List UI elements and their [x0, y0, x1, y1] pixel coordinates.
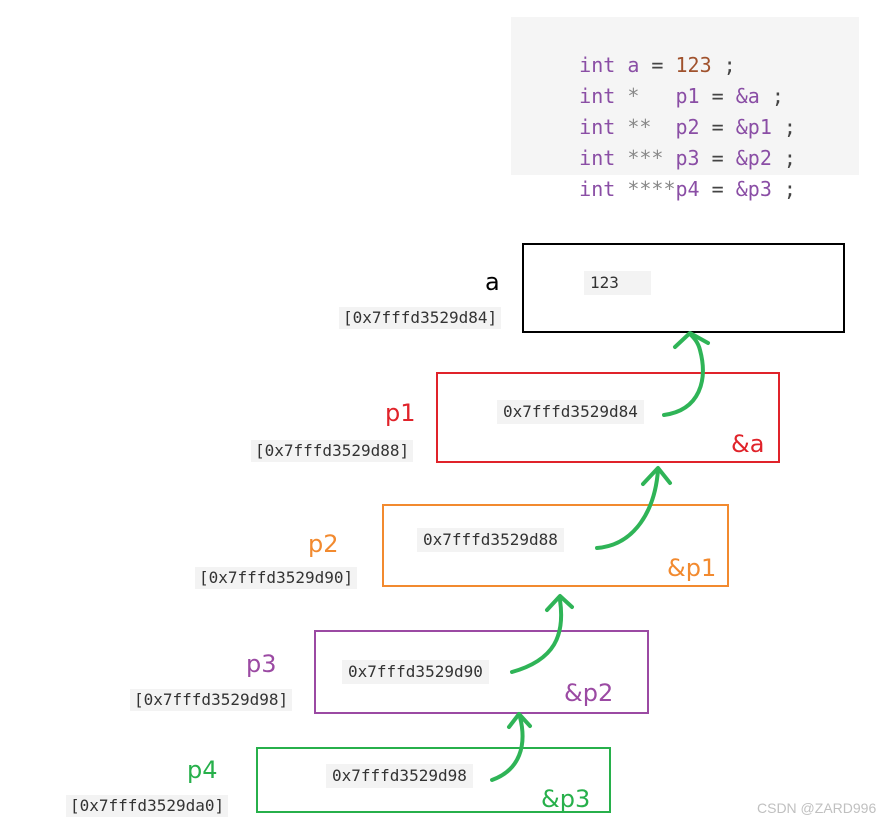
code-line: int *** p3 = &p2 ;	[531, 113, 796, 170]
code-type: int	[579, 53, 616, 77]
code-type: int	[579, 177, 616, 201]
node-p2-box	[382, 504, 729, 587]
node-p2-value: 0x7fffd3529d88	[417, 528, 564, 552]
code-type: int	[579, 84, 616, 108]
code-var: p4	[675, 177, 700, 201]
arrow-p1-to-a	[662, 332, 705, 417]
code-end: ;	[711, 53, 736, 77]
code-line: int ****p4 = &p3 ;	[531, 144, 796, 201]
code-rhs: &p2	[735, 146, 772, 170]
code-block: int a = 123 ; int * p1 = &a ; int ** p2 …	[511, 17, 859, 201]
code-var: p1	[675, 84, 700, 108]
node-p2-address: [0x7fffd3529d90]	[195, 567, 358, 589]
code-var: a	[627, 53, 640, 77]
node-p1-name: p1	[385, 399, 416, 427]
node-p3-name: p3	[246, 650, 277, 678]
code-end: ;	[759, 84, 784, 108]
node-p4-address: [0x7fffd3529da0]	[66, 795, 229, 817]
node-p2-name: p2	[308, 530, 339, 558]
node-p3-ref: &p2	[564, 679, 614, 707]
code-var: p2	[675, 115, 700, 139]
code-eq: =	[639, 53, 676, 77]
code-line: int a = 123 ;	[531, 20, 736, 77]
node-p4-value: 0x7fffd3529d98	[326, 764, 473, 788]
code-eq: =	[699, 84, 736, 108]
watermark: CSDN @ZARD996	[757, 800, 877, 816]
arrow-head-a	[673, 331, 710, 349]
code-ptr: **	[615, 115, 676, 139]
node-p4-box	[256, 747, 611, 813]
code-type: int	[579, 146, 616, 170]
code-rhs: &a	[735, 84, 760, 108]
node-p3-address: [0x7fffd3529d98]	[130, 689, 293, 711]
arrow-p3-to-p2	[510, 598, 564, 674]
code-rhs: &p3	[735, 177, 772, 201]
node-a-address: [0x7fffd3529d84]	[339, 307, 502, 329]
code-var: p3	[675, 146, 700, 170]
code-ptr: ***	[615, 146, 676, 170]
node-p3-box	[314, 630, 649, 714]
node-p4-ref: &p3	[541, 785, 591, 813]
code-rhs: 123	[675, 53, 712, 77]
arrow-p4-to-p3	[490, 715, 525, 782]
node-p2-ref: &p1	[667, 554, 717, 582]
node-p1-ref: &a	[731, 430, 765, 458]
code-eq: =	[699, 177, 736, 201]
code-rhs: &p1	[735, 115, 772, 139]
code-eq: =	[699, 146, 736, 170]
code-line: int * p1 = &a ;	[531, 51, 784, 108]
code-ptr: ****	[615, 177, 676, 201]
node-a-box	[522, 243, 845, 333]
arrow-head-p2	[545, 594, 574, 612]
code-ptr: *	[615, 84, 676, 108]
code-end: ;	[771, 146, 796, 170]
code-end: ;	[771, 177, 796, 201]
node-p1-value: 0x7fffd3529d84	[497, 400, 644, 424]
node-p3-value: 0x7fffd3529d90	[342, 660, 489, 684]
code-eq: =	[699, 115, 736, 139]
arrow-head-p3	[507, 712, 532, 729]
arrow-head-p1	[641, 466, 672, 486]
code-type: int	[579, 115, 616, 139]
code-line: int ** p2 = &p1 ;	[531, 82, 796, 139]
code-end: ;	[771, 115, 796, 139]
arrow-p2-to-p1	[595, 468, 660, 550]
node-p1-box	[436, 372, 780, 463]
node-p1-address: [0x7fffd3529d88]	[251, 440, 414, 462]
node-p4-name: p4	[187, 756, 218, 784]
node-a-name: a	[485, 268, 500, 296]
node-a-value: 123	[584, 271, 651, 295]
